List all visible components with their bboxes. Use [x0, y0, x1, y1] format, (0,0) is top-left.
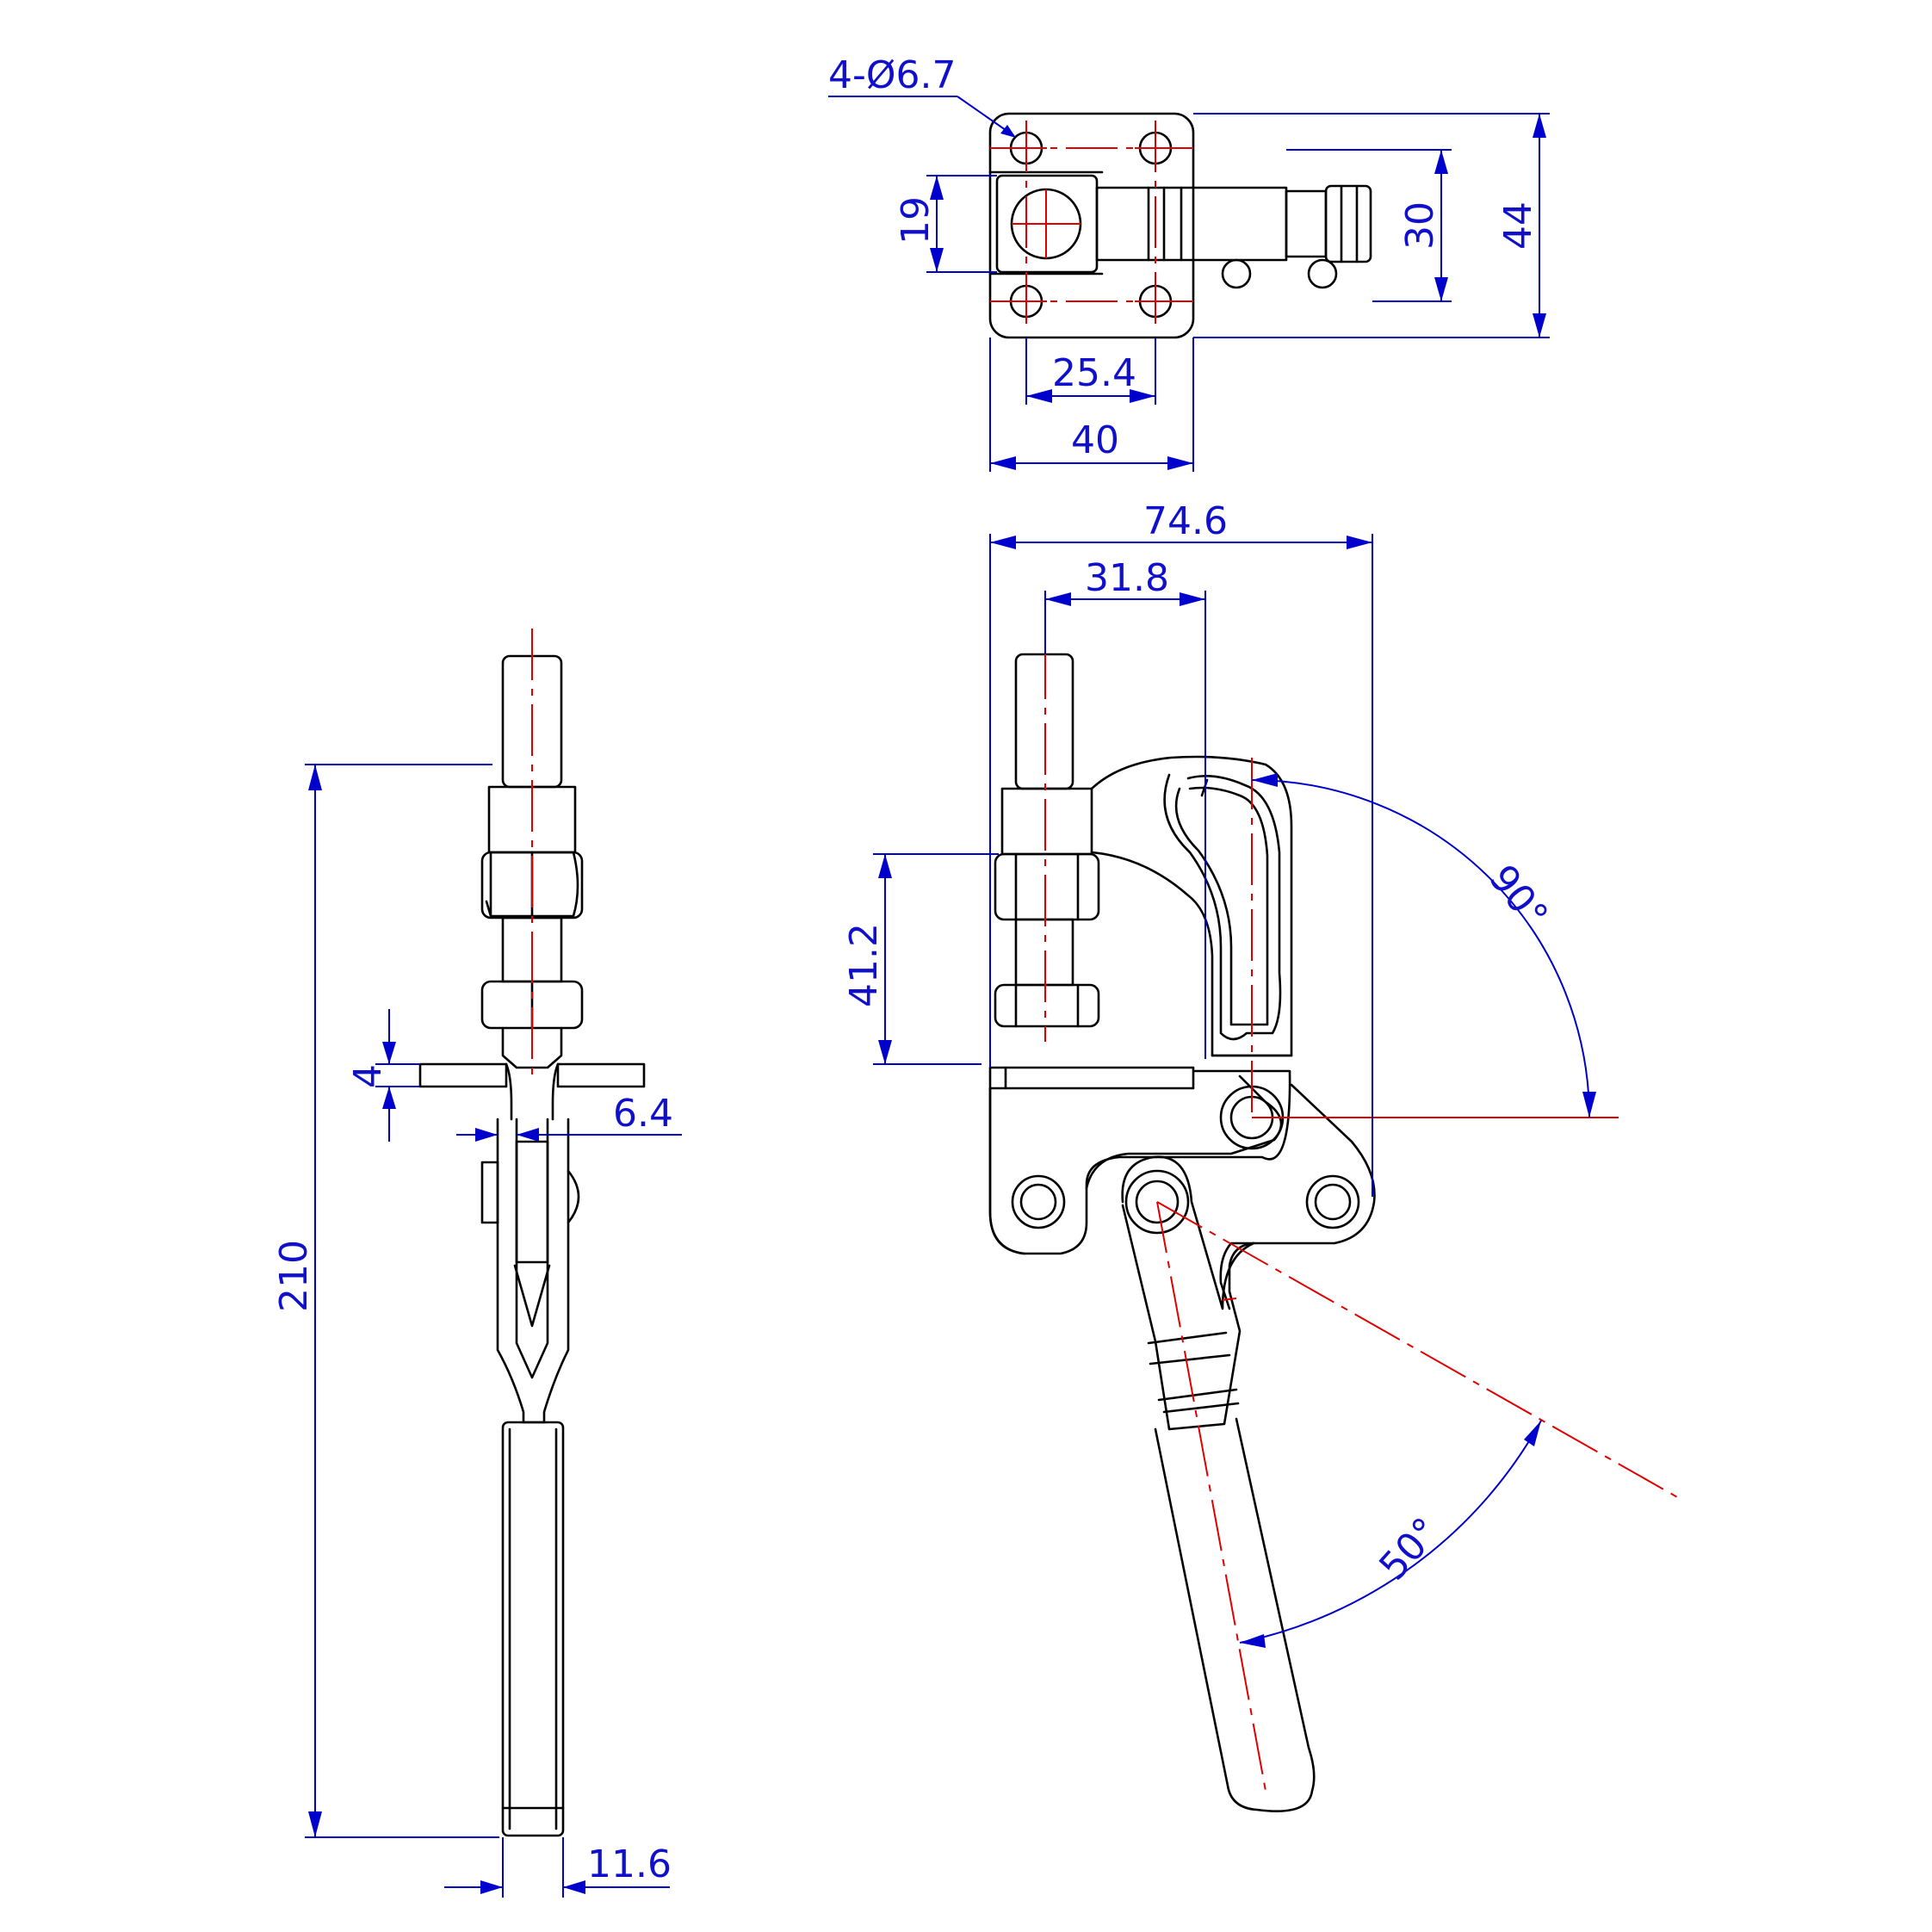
handle-grip-front — [1154, 1417, 1316, 1812]
base-plate-top — [988, 112, 1195, 339]
dim-handle-width: 11.6 — [444, 1837, 672, 1898]
dim-handle-angle: 50° — [1239, 1420, 1542, 1648]
dim-overall-height-text: 210 — [272, 1240, 316, 1312]
hex-nut-front — [994, 852, 1100, 921]
hex-nut-side — [485, 851, 579, 918]
handle-body-top — [1095, 186, 1288, 262]
dim-flange-thickness: 4 — [346, 1009, 420, 1142]
lock-nut-front — [994, 983, 1100, 1028]
dim-base-height: 44 — [1193, 113, 1550, 338]
dim-spindle-offset-text: 31.8 — [1085, 556, 1169, 600]
dim-base-height-text: 44 — [1496, 201, 1540, 250]
dim-handle-width-text: 11.6 — [587, 1842, 672, 1886]
dim-overall-width: 74.6 — [989, 499, 1373, 1197]
dim-arm-thickness-text: 6.4 — [613, 1092, 673, 1136]
front-view: 74.6 31.8 41.2 90° — [842, 499, 1680, 1812]
dim-slot-width-text: 19 — [894, 196, 938, 245]
dim-open-angle: 90° — [1251, 773, 1596, 1118]
mounting-hole-front — [1011, 1174, 1066, 1229]
dim-slot-width: 19 — [894, 175, 997, 273]
dim-spindle-height-text: 41.2 — [842, 923, 886, 1007]
dim-bolt-spacing: 30 — [1286, 149, 1452, 302]
flange-side — [418, 1062, 508, 1088]
dim-overall-width-text: 74.6 — [1143, 499, 1228, 543]
clamp-arm-front — [1090, 755, 1293, 1057]
dim-overall-height: 210 — [272, 764, 499, 1838]
dim-flange-thickness-text: 4 — [346, 1064, 390, 1088]
dim-base-width-text: 40 — [1071, 418, 1119, 462]
pivot-pin-handle — [1124, 1169, 1190, 1235]
base-plate-front — [988, 1066, 1195, 1090]
dim-hole-spacing-text: 25.4 — [1052, 351, 1136, 395]
dim-open-angle-text: 90° — [1480, 857, 1556, 937]
handle-grip-side — [501, 1421, 565, 1837]
dim-handle-angle-text: 50° — [1371, 1509, 1448, 1588]
dim-bolt-spacing-text: 30 — [1398, 201, 1442, 250]
dim-base-width: 40 — [989, 337, 1194, 472]
threaded-bushing-front — [1000, 787, 1093, 856]
mounting-hole-front — [1305, 1174, 1360, 1229]
dim-hole-spacing: 25.4 — [1025, 337, 1156, 405]
dim-hole-callout: 4-Ø6.7 — [828, 53, 1016, 138]
side-view: 210 4 6.4 11.6 — [272, 629, 682, 1898]
dim-spindle-offset: 31.8 — [1044, 556, 1206, 1059]
dim-hole-callout-text: 4-Ø6.7 — [828, 53, 956, 97]
top-view: 4-Ø6.7 25.4 40 19 — [828, 53, 1550, 472]
dim-spindle-height: 41.2 — [842, 853, 999, 1065]
dim-arm-thickness: 6.4 — [456, 1092, 682, 1142]
handle-front — [1121, 1204, 1255, 1431]
